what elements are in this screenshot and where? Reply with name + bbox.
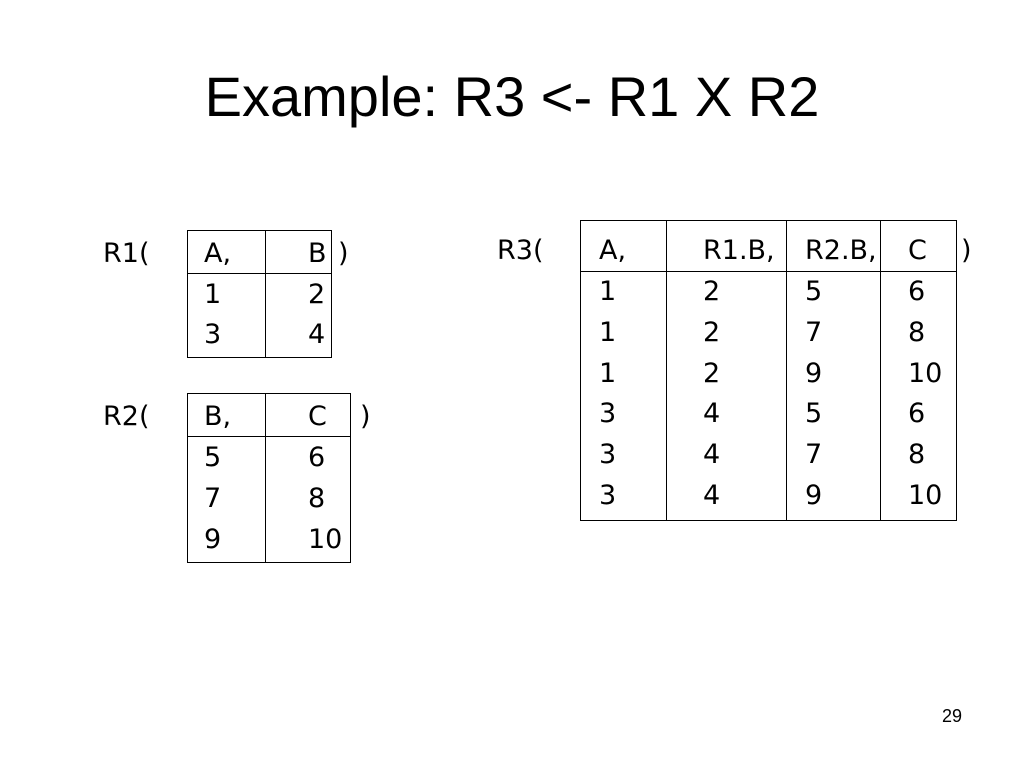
- r1-col-b: [265, 231, 332, 357]
- r3-cell: 9: [805, 358, 823, 389]
- r2-cell: 9: [204, 524, 222, 555]
- r3-col-r2b: [786, 221, 881, 520]
- r2-cell: 7: [204, 483, 222, 514]
- r2-header-rule: [188, 436, 350, 437]
- r3-cell: 6: [908, 398, 926, 429]
- r1-close-paren: ): [338, 238, 349, 269]
- r3-cell: 3: [599, 398, 617, 429]
- slide-title: Example: R3 <- R1 X R2: [204, 65, 820, 128]
- r3-cell: 7: [805, 439, 823, 470]
- r3-cell: 8: [908, 439, 926, 470]
- r3-cell: 9: [805, 480, 823, 511]
- r3-header-r1b: R1.B,: [703, 235, 775, 266]
- r3-header-rule: [581, 271, 956, 272]
- r2-label: R2(: [103, 401, 150, 432]
- r2-table: B, C 5 6 7 8 9 10: [187, 393, 351, 563]
- r3-cell: 4: [703, 439, 721, 470]
- r1-table: A, B 1 2 3 4: [187, 230, 332, 358]
- r3-header-r2b: R2.B,: [805, 235, 877, 266]
- r2-cell: 6: [308, 442, 326, 473]
- r3-header-c: C: [908, 235, 927, 266]
- r3-cell: 4: [703, 480, 721, 511]
- r3-cell: 1: [599, 317, 617, 348]
- r3-cell: 2: [703, 358, 721, 389]
- r3-cell: 1: [599, 276, 617, 307]
- r2-close-paren: ): [360, 401, 371, 432]
- r1-header-a: A,: [204, 238, 232, 269]
- r3-cell: 8: [908, 317, 926, 348]
- r2-cell: 10: [308, 524, 343, 555]
- r3-table: A, R1.B, R2.B, C 1 2 5 6 1 2 7 8 1 2 9 1…: [580, 220, 957, 521]
- r3-cell: 2: [703, 317, 721, 348]
- r2-cell: 5: [204, 442, 222, 473]
- r3-cell: 10: [908, 480, 943, 511]
- r3-cell: 2: [703, 276, 721, 307]
- r3-cell: 3: [599, 480, 617, 511]
- r2-header-b: B,: [204, 401, 232, 432]
- r2-header-c: C: [308, 401, 327, 432]
- r2-cell: 8: [308, 483, 326, 514]
- r3-col-r1b: [666, 221, 787, 520]
- r3-header-a: A,: [599, 235, 627, 266]
- r1-cell: 1: [204, 279, 222, 310]
- r3-col-c: [880, 221, 957, 520]
- r3-cell: 10: [908, 358, 943, 389]
- r1-header-b: B: [308, 238, 327, 269]
- r3-cell: 7: [805, 317, 823, 348]
- r3-cell: 1: [599, 358, 617, 389]
- r1-cell: 2: [308, 279, 326, 310]
- r1-cell: 3: [204, 319, 222, 350]
- r3-cell: 3: [599, 439, 617, 470]
- r1-label: R1(: [103, 238, 150, 269]
- r3-close-paren: ): [961, 235, 972, 266]
- r1-cell: 4: [308, 319, 326, 350]
- page-number: 29: [941, 706, 962, 726]
- r3-label: R3(: [497, 235, 544, 266]
- r3-cell: 5: [805, 276, 823, 307]
- r3-cell: 5: [805, 398, 823, 429]
- r2-col-c: [265, 394, 351, 562]
- r3-cell: 4: [703, 398, 721, 429]
- r1-header-rule: [188, 273, 331, 274]
- r3-cell: 6: [908, 276, 926, 307]
